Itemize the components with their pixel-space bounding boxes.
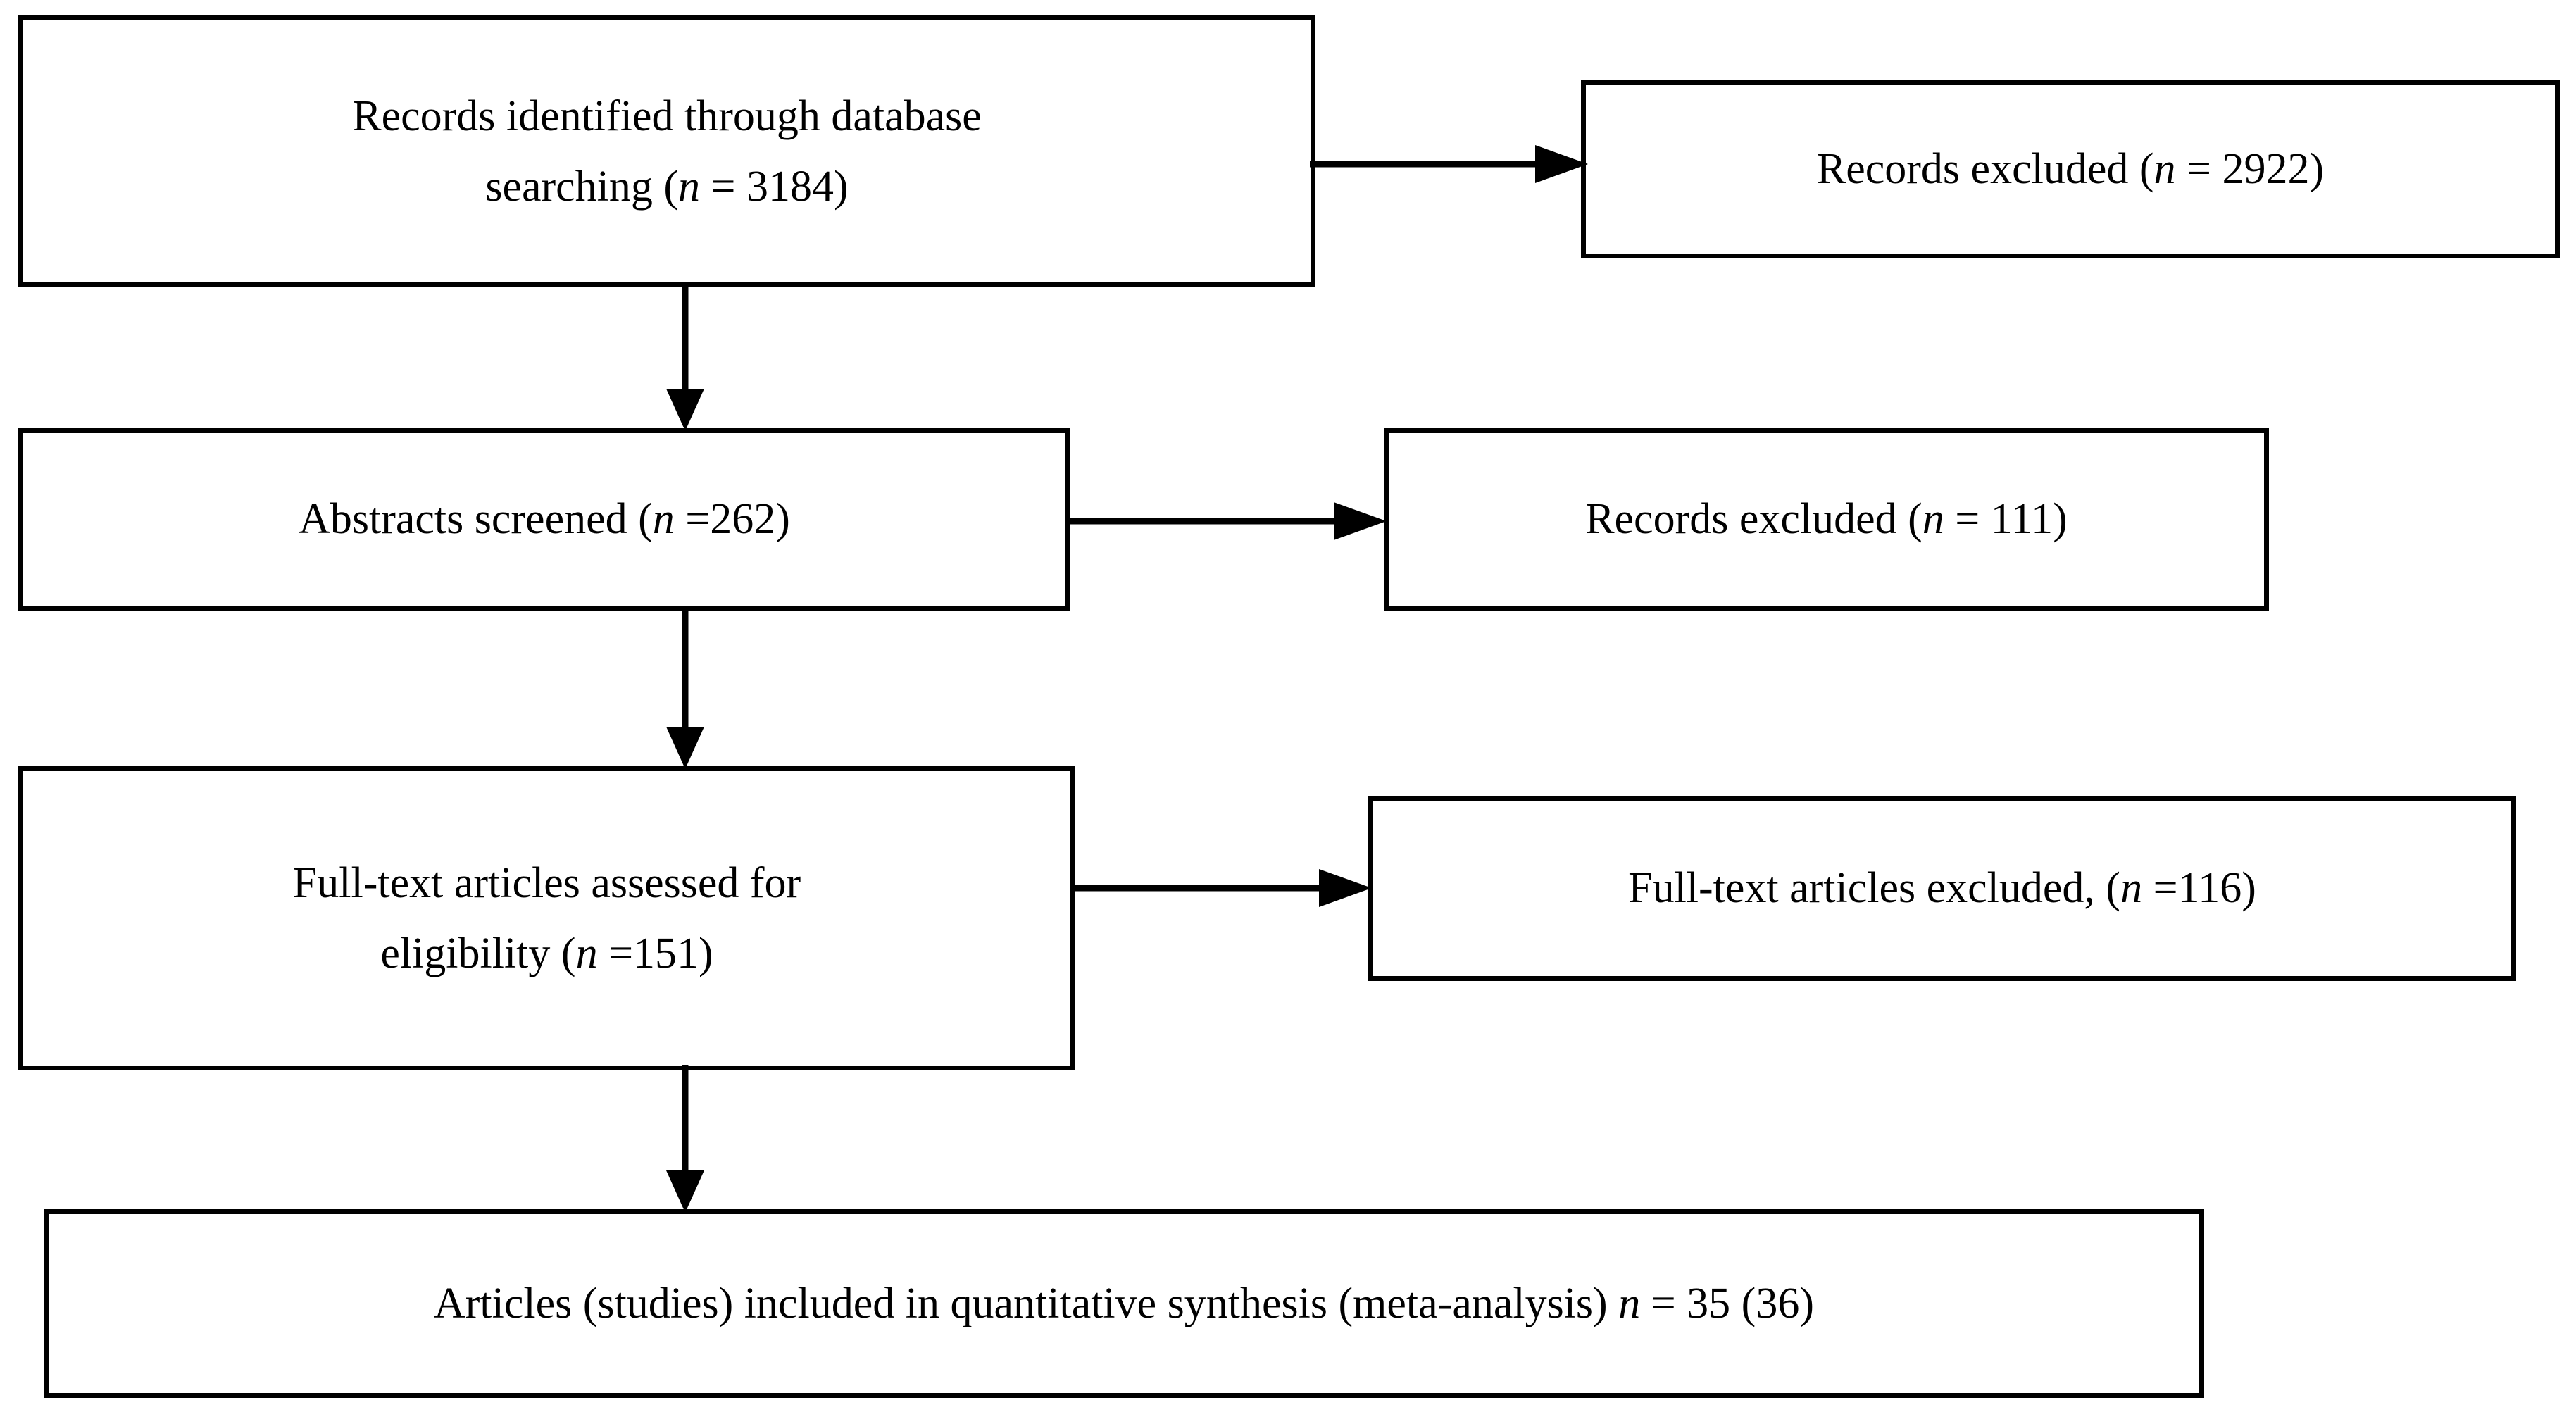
node-fulltext-excluded-label: Full-text articles excluded, (n =116) [1397,853,2487,923]
arrow-down-icon [666,1065,704,1213]
abstracts-screened-prefix: Abstracts screened ( [299,495,653,544]
connector-abstracts-to-excluded [1065,498,1390,544]
records-identified-n-symbol: n [678,163,701,211]
records-identified-line1: Records identified through database [352,92,982,140]
fulltext-assessed-line1: Full-text articles assessed for [292,858,801,907]
records-excluded-1-count: = 2922) [2175,144,2325,193]
node-records-identified: Records identified through database searc… [18,15,1315,287]
node-records-excluded-screening: Records excluded (n = 111) [1384,428,2269,611]
node-records-excluded-identification-label: Records excluded (n = 2922) [1610,134,2531,204]
records-identified-line2-prefix: searching ( [485,163,679,211]
abstracts-screened-count: =262) [674,495,790,544]
fulltext-excluded-count: =116) [2142,864,2256,913]
records-excluded-1-n-symbol: n [2153,144,2176,193]
fulltext-assessed-line2-prefix: eligibility ( [380,930,576,977]
articles-included-prefix: Articles (studies) included in quantitat… [434,1279,1619,1327]
fulltext-assessed-n-symbol: n [575,930,598,977]
node-fulltext-excluded: Full-text articles excluded, (n =116) [1368,796,2516,981]
connector-identified-to-excluded [1310,141,1592,187]
records-excluded-2-count: = 111) [1944,495,2068,544]
node-fulltext-assessed: Full-text articles assessed for eligibili… [18,766,1075,1070]
node-records-excluded-identification: Records excluded (n = 2922) [1581,80,2560,258]
node-fulltext-assessed-label: Full-text articles assessed for eligibili… [47,848,1046,989]
records-excluded-1-prefix: Records excluded ( [1816,144,2154,193]
node-abstracts-screened: Abstracts screened (n =262) [18,428,1070,611]
fulltext-assessed-count: =151) [597,930,713,977]
connector-identified-to-abstracts [662,282,708,434]
abstracts-screened-n-symbol: n [652,495,675,544]
node-records-identified-label: Records identified through database searc… [47,81,1287,223]
fulltext-excluded-prefix: Full-text articles excluded, ( [1628,864,2121,913]
connector-fulltext-to-included [662,1065,708,1215]
arrow-right-icon [1065,502,1387,540]
arrow-down-icon [666,606,704,769]
fulltext-excluded-n-symbol: n [2120,864,2143,913]
arrow-right-icon [1070,869,1372,907]
articles-included-n-symbol: n [1618,1279,1641,1327]
node-articles-included: Articles (studies) included in quantitat… [44,1209,2204,1398]
arrow-right-icon [1310,145,1588,183]
connector-abstracts-to-fulltext [662,606,708,772]
node-abstracts-screened-label: Abstracts screened (n =262) [47,484,1042,554]
records-excluded-2-n-symbol: n [1922,495,1944,544]
arrow-down-icon [666,282,704,431]
records-identified-count: = 3184) [700,163,849,211]
articles-included-count: = 35 (36) [1640,1279,1814,1327]
node-records-excluded-screening-label: Records excluded (n = 111) [1413,484,2240,554]
node-articles-included-label: Articles (studies) included in quantitat… [73,1268,2175,1339]
records-excluded-2-prefix: Records excluded ( [1585,495,1922,544]
connector-fulltext-to-excluded [1070,865,1375,911]
